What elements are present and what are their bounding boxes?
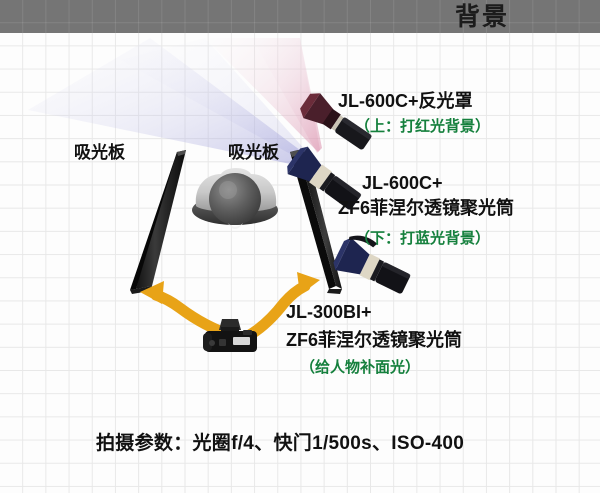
label-light-3-note: （给人物补面光） — [300, 359, 421, 376]
camera-dslr — [203, 319, 257, 352]
absorber-panel-right — [290, 150, 342, 294]
label-absorber-panel-right: 吸光板 — [228, 143, 279, 162]
label-light-2-note: （下：打蓝光背景） — [355, 230, 491, 247]
background-strip: 背景 — [0, 0, 600, 33]
absorber-panel-left — [130, 150, 186, 294]
light-fixture-2 — [287, 146, 362, 210]
label-light-3-name-line2: ZF6菲涅尔透镜聚光筒 — [286, 330, 463, 350]
background-strip-grid — [0, 0, 600, 33]
label-light-2-name-line2: ZF6菲涅尔透镜聚光筒 — [338, 198, 515, 218]
label-light-1-name: JL-600C+反光罩 — [338, 91, 473, 111]
background-strip-label: 背景 — [455, 3, 510, 31]
beam-red — [205, 38, 322, 153]
label-light-3-name-line1: JL-300BI+ — [286, 302, 372, 322]
beam-blue — [28, 38, 316, 168]
light-fixture-1 — [300, 93, 372, 150]
shooting-parameters-caption: 拍摄参数：光圈f/4、快门1/500s、ISO-400 — [96, 433, 465, 454]
label-light-2-name-line1: JL-600C+ — [362, 173, 443, 193]
label-absorber-panel-left: 吸光板 — [74, 143, 125, 162]
label-light-1-note: （上：打红光背景） — [355, 118, 491, 135]
subject-person-top-view — [192, 168, 278, 229]
reflect-arrows-group — [140, 272, 320, 342]
light-fixture-3 — [333, 235, 411, 294]
